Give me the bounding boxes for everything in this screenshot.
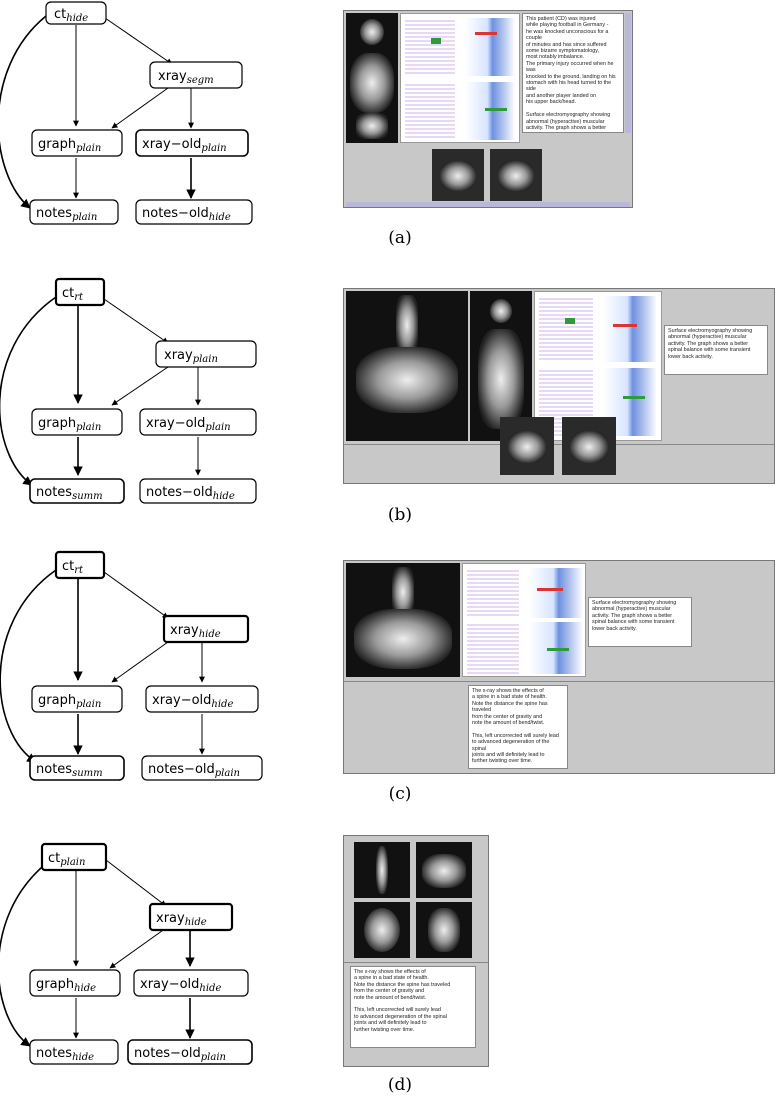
node-ct: ctplain: [40, 842, 108, 872]
ct-neck: [416, 902, 472, 958]
graph-panel-c: ctrt xrayhide graphplain xray−oldhide no…: [0, 550, 263, 781]
node-graph: graphplain: [31, 408, 123, 436]
emg-graph-image: [400, 13, 520, 143]
xray-thumbnail-2: [490, 149, 542, 201]
xray-old-notes: The x-ray shows the effects of a spine i…: [350, 966, 476, 1048]
node-notes-old: notes−oldplain: [141, 755, 263, 781]
horizontal-scrollbar[interactable]: [346, 202, 630, 207]
emg-graph-image: [534, 291, 662, 441]
graph-panel-d: ctplain xrayhide graphhide xray−oldhide …: [0, 842, 253, 1065]
node-ct: ctrt: [54, 550, 106, 580]
node-graph: graphhide: [29, 969, 121, 997]
ct-pelvis-render: [346, 291, 468, 441]
xray-old-notes: The x-ray shows the effects of a spine i…: [468, 685, 568, 769]
node-notes: notessumm: [29, 755, 125, 781]
svg-text:ctrt: ctrt: [62, 286, 84, 303]
node-xray-old: xray−oldhide: [145, 685, 259, 713]
svg-text:graphplain: graphplain: [38, 416, 101, 433]
svg-text:xraysegm: xraysegm: [158, 69, 214, 86]
node-xray-old: xray−oldhide: [133, 969, 249, 997]
node-notes-old: notes−oldhide: [135, 199, 253, 225]
node-graph: graphplain: [31, 685, 123, 713]
svg-text:xray−oldplain: xray−oldplain: [142, 137, 227, 154]
node-notes-old: notes−oldhide: [139, 478, 257, 504]
graph-panel-b: ctrt xrayplain graphplain xray−oldplain …: [0, 277, 257, 504]
svg-text:ctplain: ctplain: [48, 851, 85, 868]
screenshot-d: The x-ray shows the effects of a spine i…: [343, 835, 489, 1067]
node-xray: xraysegm: [149, 61, 243, 89]
svg-text:graphplain: graphplain: [38, 137, 101, 154]
svg-text:notes−oldhide: notes−oldhide: [146, 485, 235, 502]
svg-text:notes−oldhide: notes−oldhide: [142, 206, 231, 223]
svg-text:notessumm: notessumm: [36, 762, 103, 779]
svg-text:xrayhide: xrayhide: [170, 623, 221, 640]
screenshot-a: This patient (CD) was injured while play…: [343, 10, 633, 208]
svg-text:graphhide: graphhide: [36, 977, 96, 994]
svg-text:xrayhide: xrayhide: [156, 911, 207, 928]
svg-text:xray−oldplain: xray−oldplain: [146, 416, 231, 433]
node-xray-old: xray−oldplain: [135, 129, 249, 157]
svg-text:notes−oldplain: notes−oldplain: [134, 1046, 226, 1063]
ct-full-body: [354, 842, 410, 898]
screenshot-b: Surface electromyography showing abnorma…: [343, 288, 775, 484]
ct-pelvis: [416, 842, 472, 898]
svg-text:notesplain: notesplain: [36, 206, 97, 223]
node-notes-old: notes−oldplain: [127, 1039, 253, 1065]
ct-spine-render: [470, 291, 532, 441]
node-notes: noteshide: [29, 1039, 119, 1065]
summary-notes: Surface electromyography showing abnorma…: [588, 597, 692, 647]
node-xray: xrayplain: [155, 340, 257, 368]
patient-notes: This patient (CD) was injured while play…: [522, 13, 624, 133]
svg-text:graphplain: graphplain: [38, 693, 101, 710]
svg-text:xrayplain: xrayplain: [164, 348, 218, 365]
node-xray-old: xray−oldplain: [139, 408, 257, 436]
xray-thumbnail-1: [500, 417, 554, 475]
svg-text:noteshide: noteshide: [36, 1046, 94, 1063]
node-xray: xrayhide: [162, 614, 250, 644]
graph-panel-a: cthide xraysegm graphplain xray−oldplain…: [0, 1, 253, 225]
screenshot-c: Surface electromyography showing abnorma…: [343, 560, 775, 774]
ct-pelvis-render: [346, 563, 460, 677]
svg-text:notes−oldplain: notes−oldplain: [148, 762, 240, 779]
emg-graph-image: [462, 563, 586, 677]
node-notes: notessumm: [29, 478, 125, 504]
xray-thumbnail-1: [432, 149, 484, 201]
node-notes: notesplain: [29, 199, 119, 225]
caption-a: (a): [388, 228, 412, 248]
svg-text:notessumm: notessumm: [36, 485, 103, 502]
caption-d: (d): [387, 1075, 413, 1095]
ct-scan-image: [346, 13, 398, 143]
node-xray: xrayhide: [148, 902, 234, 932]
summary-notes: Surface electromyography showing abnorma…: [664, 325, 768, 375]
svg-text:ctrt: ctrt: [62, 559, 84, 576]
caption-b: (b): [387, 505, 413, 525]
node-graph: graphplain: [31, 129, 123, 157]
vertical-scrollbar[interactable]: [625, 13, 631, 133]
caption-c: (c): [388, 784, 412, 804]
svg-text:cthide: cthide: [54, 7, 88, 24]
svg-text:xray−oldhide: xray−oldhide: [152, 693, 233, 710]
xray-thumbnail-2: [562, 417, 616, 475]
node-ct: cthide: [45, 1, 107, 25]
ct-skull: [354, 902, 410, 958]
svg-text:xray−oldhide: xray−oldhide: [140, 977, 221, 994]
node-ct: ctrt: [54, 277, 106, 307]
